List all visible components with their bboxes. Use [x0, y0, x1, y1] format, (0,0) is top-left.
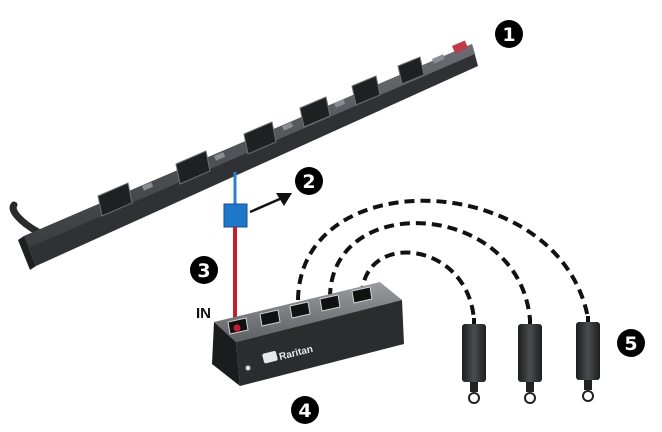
pdu-display — [452, 40, 469, 54]
sensor-cable — [296, 198, 590, 319]
outlet — [299, 96, 331, 128]
sensor-cables — [296, 198, 590, 321]
hub-port — [259, 309, 281, 327]
in-label: IN — [196, 305, 211, 322]
svg-text:2: 2 — [302, 171, 315, 193]
outlet — [243, 121, 277, 155]
sensor-cable — [328, 221, 532, 321]
pdu-strip — [18, 40, 478, 270]
callout-2: 2 — [295, 167, 323, 195]
svg-text:4: 4 — [298, 400, 311, 422]
callout-1: 1 — [495, 20, 523, 48]
hub-port — [319, 294, 341, 312]
splitter — [223, 203, 248, 228]
sensor — [518, 318, 542, 404]
outlet — [97, 182, 133, 217]
outlet — [351, 75, 381, 106]
hub-port — [289, 301, 311, 319]
sensor-cable — [360, 250, 476, 321]
outlet — [397, 56, 425, 85]
sensor-hub: Raritan — [212, 282, 404, 386]
svg-text:5: 5 — [624, 333, 637, 355]
callout-5: 5 — [617, 329, 645, 357]
hub-port — [351, 286, 373, 304]
callout-3: 3 — [190, 256, 218, 284]
pointer-arrow — [249, 193, 292, 214]
sensor — [576, 316, 600, 402]
sensor — [462, 318, 486, 404]
callout-4: 4 — [291, 396, 319, 424]
svg-text:1: 1 — [502, 24, 515, 46]
sensors — [462, 316, 600, 404]
svg-text:3: 3 — [197, 260, 210, 282]
outlet — [175, 150, 211, 185]
power-cord — [9, 201, 42, 236]
